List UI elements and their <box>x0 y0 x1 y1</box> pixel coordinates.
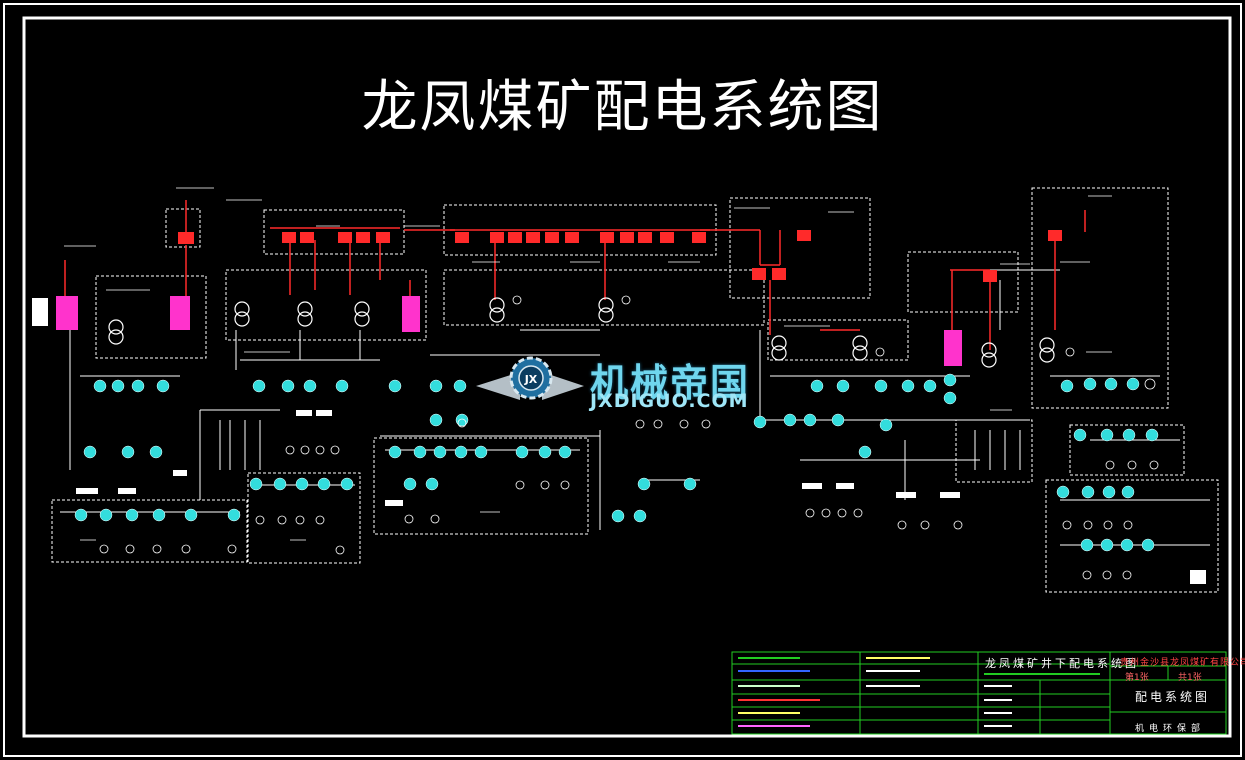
title-block <box>731 651 1227 735</box>
panel-boundaries <box>51 187 1219 593</box>
switchgear-cells <box>178 230 1062 282</box>
watermark-logo-text: JX <box>524 373 538 386</box>
magenta-cabinets <box>56 296 962 366</box>
watermark-logo: JX <box>476 356 584 400</box>
title-block-drawing-name: 配电系统图 <box>1135 690 1211 704</box>
title-block-text-marks <box>738 657 1100 727</box>
transformers <box>108 297 1055 368</box>
inner-frame <box>22 16 1232 738</box>
drawing-title: 龙凤煤矿配电系统图 <box>361 75 884 140</box>
label-marks <box>64 187 1112 541</box>
watermark-brand: 机械帝国 <box>590 361 751 405</box>
cabinet-labels <box>32 298 48 326</box>
title-block-company: 贵州金沙县龙凤煤矿有限公司 <box>1120 658 1245 668</box>
watermark-url: JXDIGUO.COM <box>590 390 749 412</box>
title-block-sheet: 第1张 <box>1125 673 1149 683</box>
power-buses <box>64 200 1086 350</box>
title-block-total-sheets: 共1张 <box>1178 673 1202 683</box>
title-block-drawing-title: 龙凤煤矿井下配电系统图 <box>985 657 1139 670</box>
title-block-department: 机电环保部 <box>1135 724 1206 734</box>
motor-loads <box>99 295 1159 580</box>
outer-frame <box>3 3 1242 757</box>
equipment-boxes <box>76 410 1206 584</box>
switch-nodes <box>74 373 1159 552</box>
